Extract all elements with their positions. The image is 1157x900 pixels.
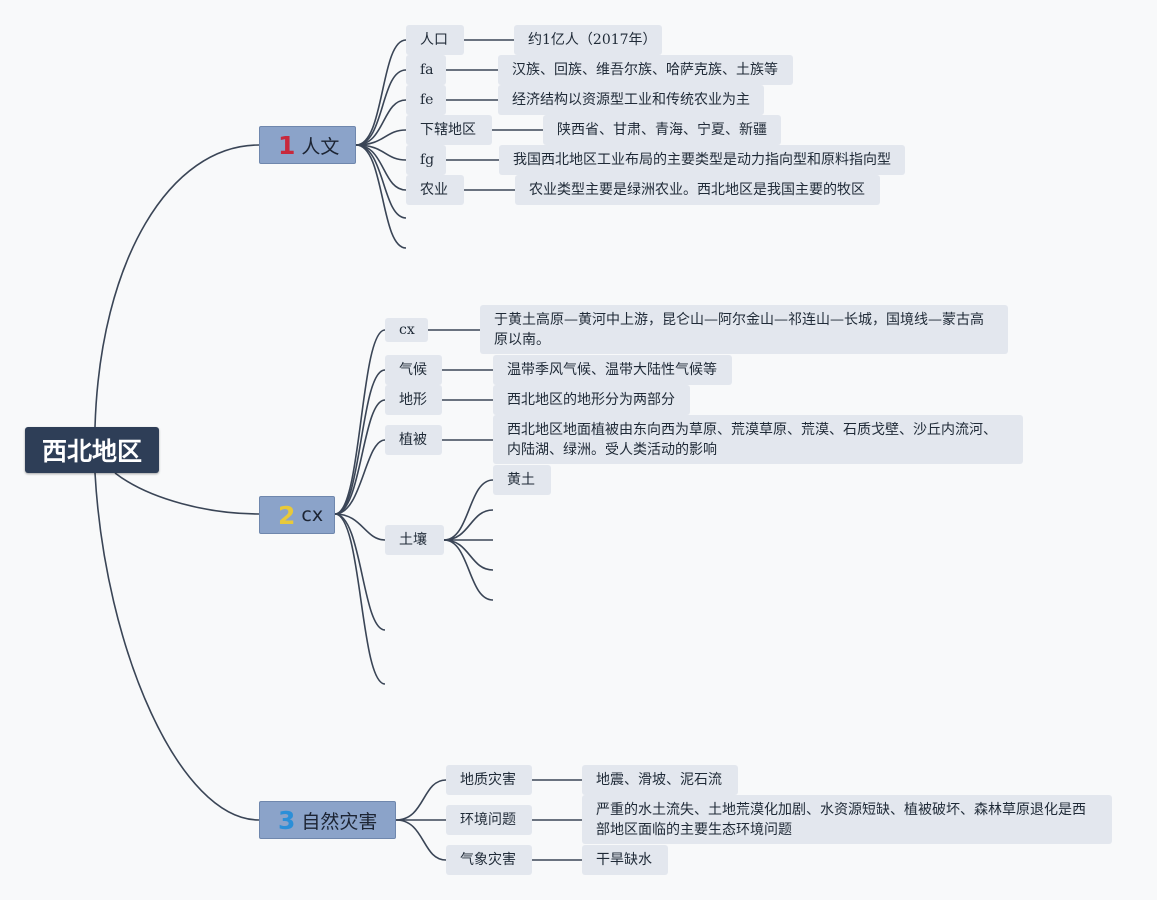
topic-agriculture-detail[interactable]: 农业类型主要是绿洲农业。西北地区是我国主要的牧区 [515,175,880,205]
topic-regions-detail[interactable]: 陕西省、甘肃、青海、宁夏、新疆 [543,115,781,145]
topic-cx-detail[interactable]: 于黄土高原—黄河中上游，昆仑山—阿尔金山—祁连山—长城，国境线—蒙古高原以南。 [480,305,1008,354]
topic-fe-detail[interactable]: 经济结构以资源型工业和传统农业为主 [498,85,764,115]
number-3-icon: 3 [278,805,296,835]
number-2-icon: 2 [278,500,296,530]
topic-vegetation-detail[interactable]: 西北地区地面植被由东向西为草原、荒漠草原、荒漠、石质戈壁、沙丘内流河、内陆湖、绿… [493,415,1023,464]
topic-cx[interactable]: cx [385,318,428,342]
branch-humanities[interactable]: 1 人文 [259,126,356,164]
topic-weather-disasters[interactable]: 气象灾害 [446,845,532,875]
topic-weather-disasters-detail[interactable]: 干旱缺水 [582,845,668,875]
branch-natural-disasters[interactable]: 3 自然灾害 [259,801,396,839]
topic-fe[interactable]: fe [406,85,446,115]
topic-terrain[interactable]: 地形 [385,385,442,415]
topic-environment-issues-detail[interactable]: 严重的水土流失、土地荒漠化加剧、水资源短缺、植被破坏、森林草原退化是西部地区面临… [582,795,1112,844]
topic-vegetation[interactable]: 植被 [385,425,442,455]
topic-terrain-detail[interactable]: 西北地区的地形分为两部分 [493,385,690,415]
number-1-icon: 1 [278,130,296,160]
topic-geological-disasters-detail[interactable]: 地震、滑坡、泥石流 [582,765,738,795]
topic-climate-detail[interactable]: 温带季风气候、温带大陆性气候等 [493,355,732,385]
topic-environment-issues[interactable]: 环境问题 [446,805,532,835]
topic-fg-detail[interactable]: 我国西北地区工业布局的主要类型是动力指向型和原料指向型 [499,145,905,175]
branch-label: 人文 [301,135,340,158]
topic-fa[interactable]: fa [406,55,446,85]
branch-label: 自然灾害 [301,810,378,833]
topic-soil[interactable]: 土壤 [385,525,444,555]
topic-fg[interactable]: fg [406,145,446,175]
topic-regions[interactable]: 下辖地区 [406,115,492,145]
branch-cx[interactable]: 2 cx [259,496,335,534]
topic-geological-disasters[interactable]: 地质灾害 [446,765,532,795]
topic-population[interactable]: 人口 [406,25,464,55]
topic-soil-detail[interactable]: 黄土 [493,465,551,495]
root-node[interactable]: 西北地区 [25,427,159,473]
branch-label: cx [301,504,324,526]
topic-agriculture[interactable]: 农业 [406,175,464,205]
topic-climate[interactable]: 气候 [385,355,442,385]
topic-fa-detail[interactable]: 汉族、回族、维吾尔族、哈萨克族、土族等 [498,55,793,85]
topic-population-detail[interactable]: 约1亿人（2017年） [514,25,662,55]
